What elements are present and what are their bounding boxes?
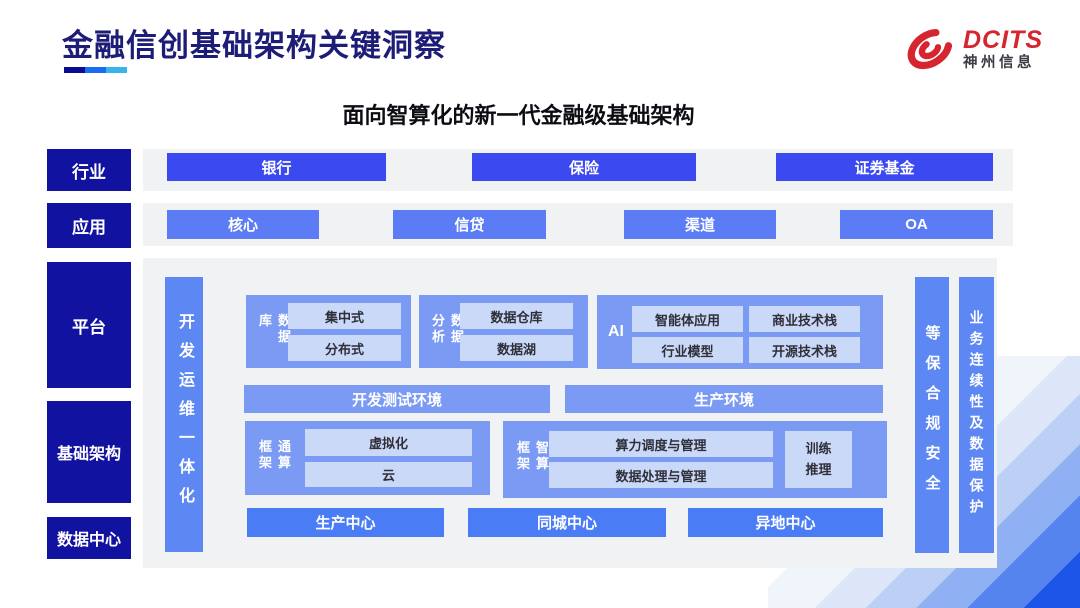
block-same-city-center: 同城中心 (468, 508, 666, 537)
underline-segment-light (106, 67, 127, 73)
general-compute-group: 通算框架 虚拟化 云 (245, 421, 490, 495)
industry-block-insurance: 保险 (472, 153, 696, 181)
ai-group-label: AI (608, 323, 624, 340)
underline-segment-blue (85, 67, 106, 73)
app-block-oa: OA (840, 210, 993, 239)
dev-test-env-bar: 开发测试环境 (244, 385, 550, 413)
block-cloud: 云 (305, 462, 472, 487)
logo-swirl-icon (907, 28, 953, 70)
page-title: 金融信创基础架构关键洞察 (62, 28, 446, 63)
database-group: 数据库 集中式 分布式 (246, 295, 411, 368)
block-training-inference: 训练 推理 (785, 431, 852, 488)
business-continuity-bar: 业务连续性及数据保护 (959, 277, 994, 553)
block-data-lake: 数据湖 (460, 335, 573, 361)
production-env-bar: 生产环境 (565, 385, 883, 413)
general-compute-group-label: 通算框架 (257, 439, 291, 472)
smart-compute-group-label: 智算框架 (515, 440, 549, 473)
data-analytics-group: 数据分析 数据仓库 数据湖 (419, 295, 588, 368)
app-block-credit: 信贷 (393, 210, 546, 239)
block-data-warehouse: 数据仓库 (460, 303, 573, 329)
smart-compute-group: 智算框架 算力调度与管理 数据处理与管理 训练 推理 (503, 421, 887, 498)
block-data-processing: 数据处理与管理 (549, 462, 773, 488)
block-agent-app: 智能体应用 (632, 306, 743, 332)
logo-brand: DCITS (963, 25, 1043, 54)
database-group-label: 数据库 (257, 313, 291, 346)
app-block-core: 核心 (167, 210, 319, 239)
industry-block-securities: 证券基金 (776, 153, 993, 181)
compliance-security-label: 等保合规安全 (923, 325, 941, 505)
app-block-channel: 渠道 (624, 210, 776, 239)
business-continuity-label: 业务连续性及数据保护 (968, 310, 985, 520)
ai-group: AI 智能体应用 商业技术栈 行业模型 开源技术栈 (597, 295, 883, 369)
block-centralized-db: 集中式 (288, 303, 401, 329)
block-compute-scheduling: 算力调度与管理 (549, 431, 773, 457)
block-production-center: 生产中心 (247, 508, 444, 537)
devops-bar-label: 开发运维一体化 (176, 313, 193, 516)
title-underline (64, 67, 127, 73)
block-distributed-db: 分布式 (288, 335, 401, 361)
block-opensource-stack: 开源技术栈 (749, 337, 860, 363)
underline-segment-dark (64, 67, 85, 73)
inference-label: 推理 (805, 461, 832, 477)
layer-label-application: 应用 (47, 203, 131, 248)
layer-label-industry: 行业 (47, 149, 131, 191)
company-logo: DCITS 神州信息 (903, 18, 1053, 80)
devops-vertical-bar: 开发运维一体化 (165, 277, 203, 552)
training-label: 训练 (805, 441, 832, 457)
block-industry-model: 行业模型 (632, 337, 743, 363)
block-remote-center: 异地中心 (688, 508, 883, 537)
industry-block-bank: 银行 (167, 153, 386, 181)
block-commercial-stack: 商业技术栈 (749, 306, 860, 332)
layer-label-infrastructure: 基础架构 (47, 401, 131, 503)
logo-company-name: 神州信息 (963, 55, 1035, 72)
logo-text: DCITS 神州信息 (963, 27, 1043, 71)
diagram-title: 面向智算化的新一代金融级基础架构 (342, 103, 695, 128)
layer-label-datacenter: 数据中心 (47, 517, 131, 559)
block-virtualization: 虚拟化 (305, 429, 472, 456)
layer-label-platform: 平台 (47, 262, 131, 388)
compliance-security-bar: 等保合规安全 (915, 277, 949, 553)
